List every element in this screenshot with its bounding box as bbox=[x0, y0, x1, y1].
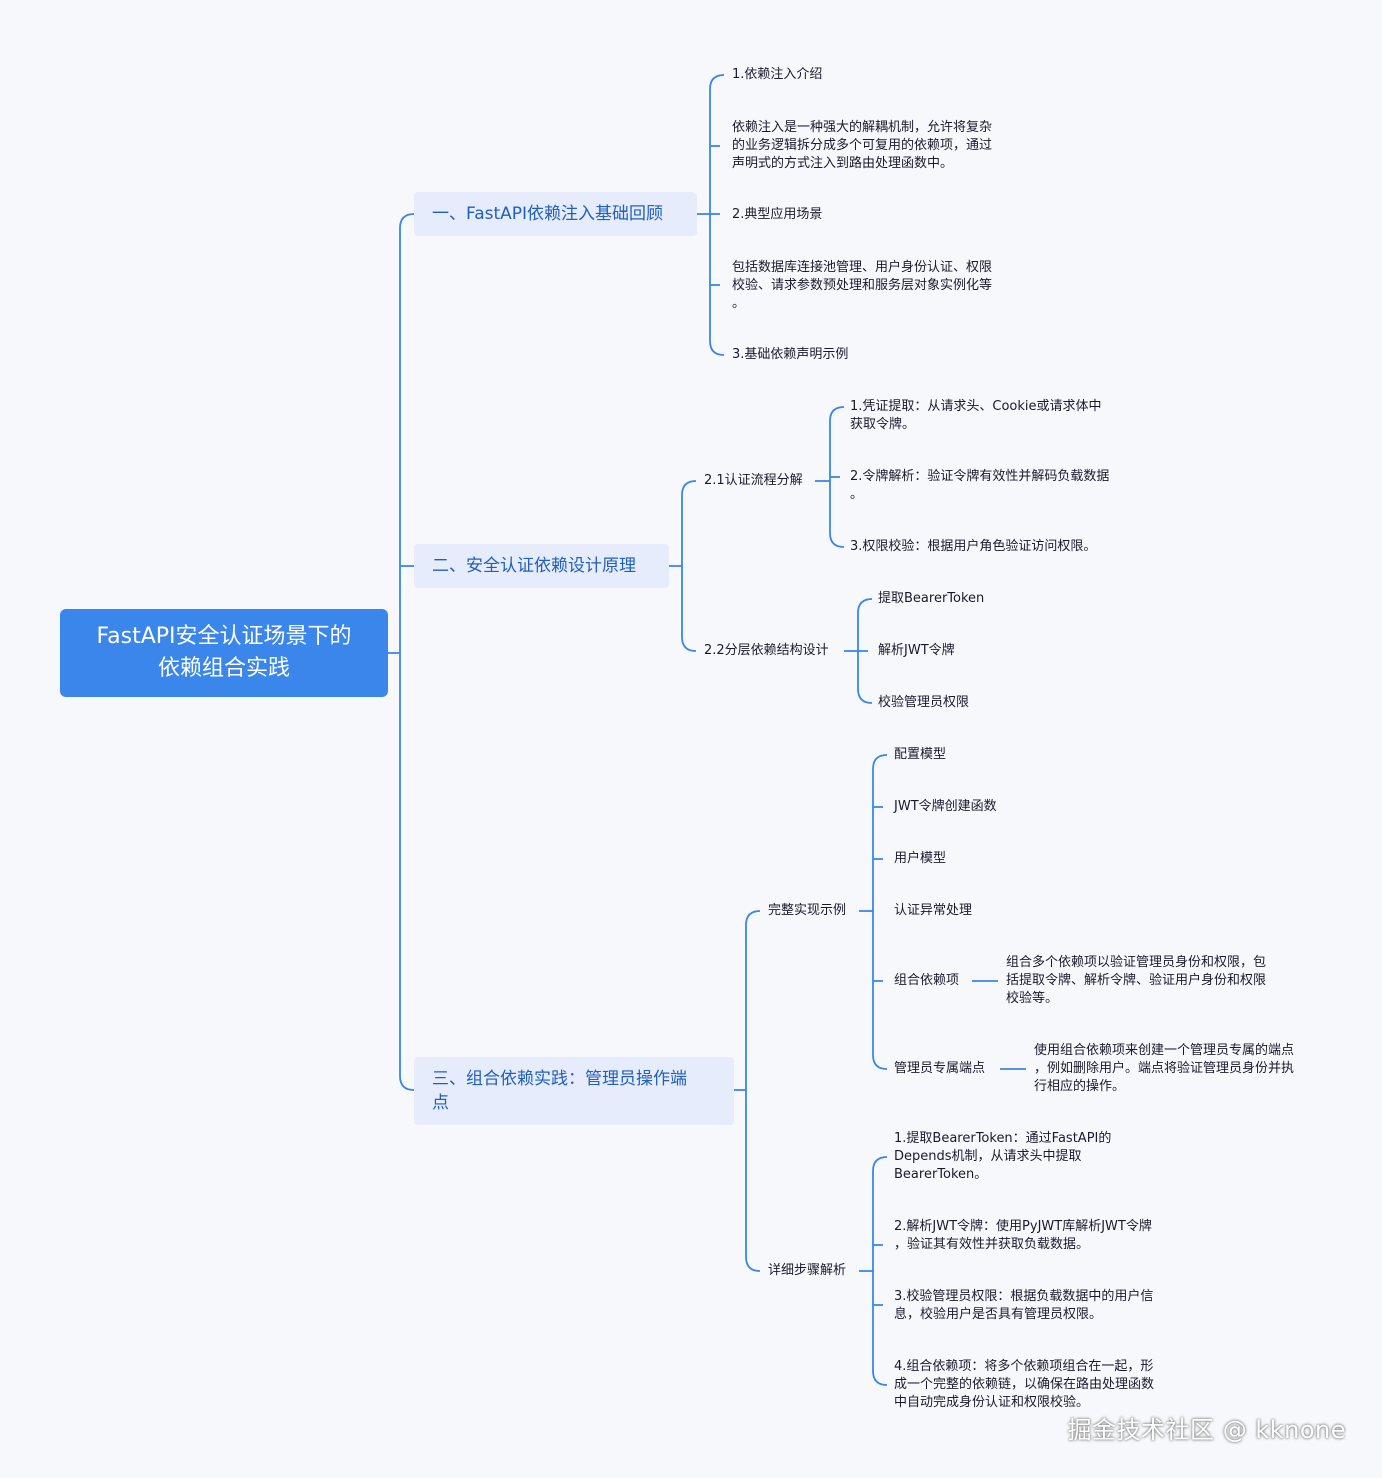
watermark: 掘金技术社区 @ kknone bbox=[1067, 1416, 1346, 1444]
b3-impl-user-model[interactable]: 用户模型 bbox=[894, 851, 947, 866]
b3-impl-admin-endpoint[interactable]: 管理员专属端点 bbox=[894, 1061, 986, 1076]
b2-layer-verify[interactable]: 校验管理员权限 bbox=[878, 695, 970, 710]
b1-item-scenarios-desc[interactable]: 包括数据库连接池管理、用户身份认证、权限 校验、请求参数预处理和服务层对象实例化… bbox=[732, 260, 993, 311]
b2-auth-step-2[interactable]: 2.令牌解析：验证令牌有效性并解码负载数据 。 bbox=[850, 469, 1110, 502]
branch-2-node[interactable]: 二、安全认证依赖设计原理 bbox=[414, 544, 669, 588]
b3-step-4[interactable]: 4.组合依赖项：将多个依赖项组合在一起，形 成一个完整的依赖链，以确保在路由处理… bbox=[894, 1359, 1155, 1410]
branch-3-node[interactable]: 三、组合依赖实践：管理员操作端 点 bbox=[414, 1057, 734, 1125]
branch-3-title: 三、组合依赖实践：管理员操作端 点 bbox=[432, 1069, 687, 1113]
b2-layer-parse[interactable]: 解析JWT令牌 bbox=[878, 643, 955, 658]
b3-impl-config-model[interactable]: 配置模型 bbox=[894, 747, 947, 762]
branch-1-title: 一、FastAPI依赖注入基础回顾 bbox=[432, 204, 664, 224]
b3-sub-step-analysis[interactable]: 详细步骤解析 bbox=[768, 1263, 847, 1278]
b2-layer-extract[interactable]: 提取BearerToken bbox=[878, 591, 985, 606]
b1-item-intro[interactable]: 1.依赖注入介绍 bbox=[732, 67, 823, 82]
b1-item-example[interactable]: 3.基础依赖声明示例 bbox=[732, 347, 849, 362]
b2-auth-step-1[interactable]: 1.凭证提取：从请求头、Cookie或请求体中 获取令牌。 bbox=[850, 399, 1102, 432]
root-node[interactable]: FastAPI安全认证场景下的 依赖组合实践 bbox=[60, 609, 388, 697]
b2-sub-auth-flow[interactable]: 2.1认证流程分解 bbox=[704, 473, 803, 488]
b2-auth-step-3[interactable]: 3.权限校验：根据用户角色验证访问权限。 bbox=[850, 539, 1097, 554]
b3-impl-combo-deps-desc[interactable]: 组合多个依赖项以验证管理员身份和权限，包 括提取令牌、解析令牌、验证用户身份和权… bbox=[1006, 955, 1267, 1006]
b3-impl-combo-deps[interactable]: 组合依赖项 bbox=[894, 973, 960, 988]
b3-impl-admin-endpoint-desc[interactable]: 使用组合依赖项来创建一个管理员专属的端点 ，例如删除用户。端点将验证管理员身份并… bbox=[1034, 1043, 1295, 1094]
root-title: FastAPI安全认证场景下的 依赖组合实践 bbox=[96, 624, 352, 681]
branch-1-node[interactable]: 一、FastAPI依赖注入基础回顾 bbox=[414, 192, 697, 236]
b2-sub-layered[interactable]: 2.2分层依赖结构设计 bbox=[704, 643, 829, 658]
b1-item-intro-desc[interactable]: 依赖注入是一种强大的解耦机制，允许将复杂 的业务逻辑拆分成多个可复用的依赖项，通… bbox=[732, 120, 993, 171]
b3-step-2[interactable]: 2.解析JWT令牌：使用PyJWT库解析JWT令牌 ，验证其有效性并获取负载数据… bbox=[894, 1219, 1152, 1252]
b3-step-1[interactable]: 1.提取BearerToken：通过FastAPI的 Depends机制，从请求… bbox=[894, 1131, 1112, 1182]
b3-step-3[interactable]: 3.校验管理员权限：根据负载数据中的用户信 息，校验用户是否具有管理员权限。 bbox=[894, 1289, 1154, 1322]
branch-2-title: 二、安全认证依赖设计原理 bbox=[432, 556, 636, 576]
b3-impl-auth-exception[interactable]: 认证异常处理 bbox=[894, 903, 973, 918]
b1-item-scenarios[interactable]: 2.典型应用场景 bbox=[732, 207, 823, 222]
b3-sub-full-impl[interactable]: 完整实现示例 bbox=[768, 903, 847, 918]
b3-impl-jwt-create[interactable]: JWT令牌创建函数 bbox=[894, 799, 997, 814]
